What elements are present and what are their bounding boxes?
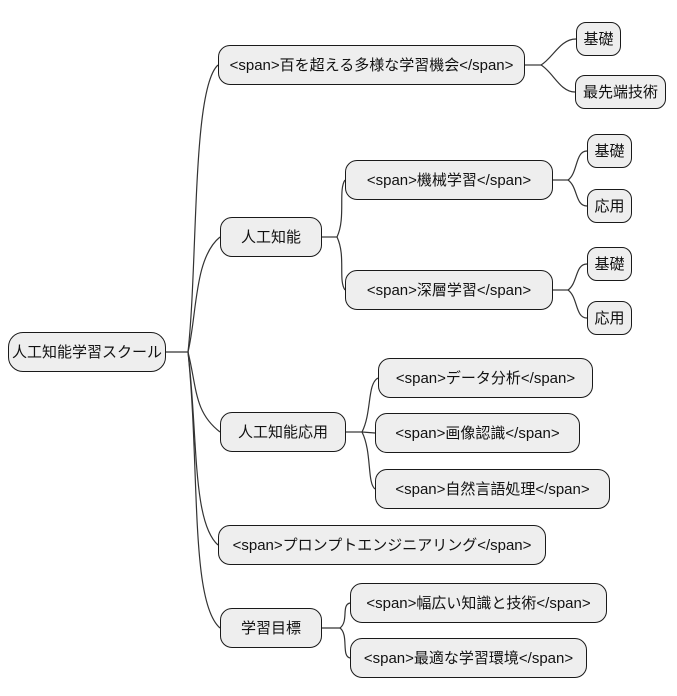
- edge-goals-to-environment: [339, 627, 351, 659]
- mindmap-node-opportunities-cutting-edge: 最先端技術: [575, 75, 666, 109]
- mindmap-node-goals-environment: <span>最適な学習環境</span>: [350, 638, 587, 678]
- mindmap-node-deep-learning: <span>深層学習</span>: [345, 270, 553, 310]
- mindmap-node-machine-learning: <span>機械学習</span>: [345, 160, 553, 200]
- edge-root-to-opportunities: [187, 64, 219, 353]
- edge-ai-applied-to-image-recognition: [361, 431, 376, 434]
- edge-dl-to-basic: [567, 263, 588, 291]
- mindmap-node-ai-applied: 人工知能応用: [220, 412, 346, 452]
- mindmap-node-data-analysis: <span>データ分析</span>: [378, 358, 593, 398]
- edge-ai-applied-to-data-analysis: [361, 377, 379, 433]
- edge-root-to-ai: [187, 236, 221, 353]
- edge-dl-to-applied: [567, 289, 588, 319]
- mindmap-node-nlp: <span>自然言語処理</span>: [375, 469, 610, 509]
- edge-root-to-ai-applied: [187, 351, 221, 433]
- mindmap-node-prompt-engineering: <span>プロンプトエンジニアリング</span>: [218, 525, 546, 565]
- edge-opportunities-to-cutting-edge: [540, 64, 576, 93]
- edge-goals-to-knowledge: [339, 602, 351, 629]
- mindmap-node-ml-applied: 応用: [587, 189, 632, 223]
- edge-root-to-prompt: [187, 351, 219, 546]
- mindmap-node-opportunities: <span>百を超える多様な学習機会</span>: [218, 45, 525, 85]
- edge-opportunities-to-basic: [540, 38, 577, 66]
- mindmap-node-ai: 人工知能: [220, 217, 322, 257]
- mindmap-node-goals-knowledge: <span>幅広い知識と技術</span>: [350, 583, 607, 623]
- edge-ai-to-dl: [336, 236, 346, 291]
- edge-ml-to-basic: [567, 150, 588, 181]
- mindmap-node-goals: 学習目標: [220, 608, 322, 648]
- mindmap-node-root: 人工知能学習スクール: [8, 332, 166, 372]
- mindmap-node-ml-basic: 基礎: [587, 134, 632, 168]
- edge-ai-applied-to-nlp: [361, 431, 376, 490]
- edge-ai-to-ml: [336, 179, 346, 238]
- mindmap-node-opportunities-basic: 基礎: [576, 22, 621, 56]
- edge-root-to-goals: [187, 351, 221, 629]
- edge-ml-to-applied: [567, 179, 588, 207]
- mindmap-node-dl-applied: 応用: [587, 301, 632, 335]
- mindmap-node-image-recognition: <span>画像認識</span>: [375, 413, 580, 453]
- mindmap-node-dl-basic: 基礎: [587, 247, 632, 281]
